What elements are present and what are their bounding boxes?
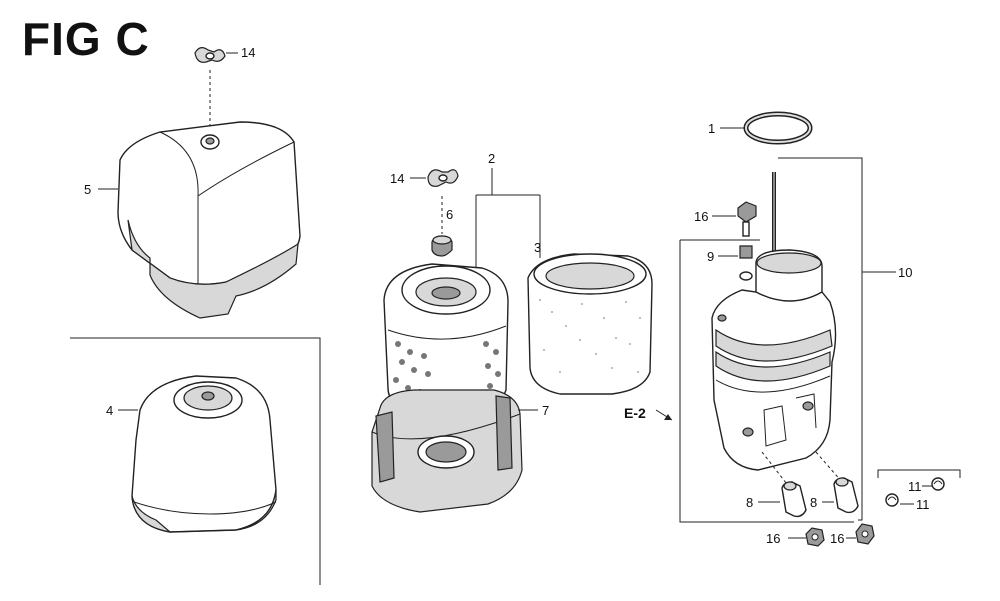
callout-10: 10	[898, 265, 912, 280]
nut-a: 16	[766, 527, 825, 547]
callout-16-bolt: 16	[694, 209, 708, 224]
grommet: 6	[431, 196, 453, 257]
seal-ring: 1	[708, 111, 813, 145]
foam-element	[527, 253, 653, 395]
callout-2: 2	[488, 151, 495, 166]
bolt: 16	[694, 201, 757, 237]
callout-3: 3	[534, 240, 541, 255]
callout-5: 5	[84, 182, 91, 197]
callout-16-b: 16	[830, 531, 844, 546]
callout-7: 7	[542, 403, 549, 418]
callout-1: 1	[708, 121, 715, 136]
callout-8-b: 8	[810, 495, 817, 510]
alt-air-cleaner-cover: 4	[106, 375, 277, 533]
bracket-2-3: 2 3	[475, 151, 541, 268]
callout-14-mid: 14	[390, 171, 404, 186]
section-divider-right	[877, 469, 961, 478]
callout-14-top: 14	[241, 45, 255, 60]
pipe-a: 8	[746, 451, 807, 518]
callout-4: 4	[106, 403, 113, 418]
wing-nut-top: 14	[194, 45, 255, 128]
section-divider-left	[70, 337, 321, 585]
air-cleaner-cover: 5	[84, 121, 301, 319]
callout-9: 9	[707, 249, 714, 264]
filter-element-assy: 7	[371, 263, 549, 513]
air-cleaner-case	[711, 172, 837, 471]
ref-e2-label: E-2	[624, 405, 646, 421]
clip-b: 11	[885, 493, 930, 512]
callout-8-a: 8	[746, 495, 753, 510]
callout-6: 6	[446, 207, 453, 222]
figure-title: FIG C	[22, 13, 150, 65]
callout-16-a: 16	[766, 531, 780, 546]
wing-nut-mid: 14	[390, 169, 459, 187]
pipe-b: 8	[810, 451, 859, 514]
ref-e2: E-2	[624, 405, 673, 421]
collar: 9	[707, 245, 753, 281]
callout-11-b: 11	[916, 497, 930, 512]
bracket-10: 10	[679, 157, 912, 523]
callout-11-a: 11	[908, 479, 922, 494]
nut-b: 16	[830, 523, 875, 546]
clip-a: 11	[908, 477, 945, 494]
